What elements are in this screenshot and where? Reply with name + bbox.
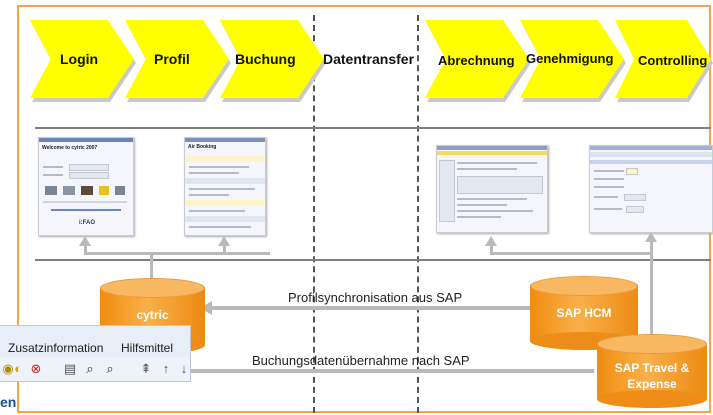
print-icon[interactable]: ▤ xyxy=(63,361,77,376)
connector xyxy=(490,242,493,255)
top-separator xyxy=(35,127,711,129)
previous-page-icon[interactable]: ↑ xyxy=(162,361,170,376)
phase-divider-left xyxy=(313,15,315,413)
connector xyxy=(650,238,653,336)
step-label-buchung: Buchung xyxy=(235,51,296,67)
step-label-login: Login xyxy=(60,51,99,67)
sap-hcm-label: SAP HCM xyxy=(556,306,612,320)
step-label-abrechnung: Abrechnung xyxy=(438,53,515,68)
controlling-screenshot xyxy=(589,145,713,233)
bottom-separator xyxy=(35,259,711,261)
connector xyxy=(223,242,226,255)
arrow-up-icon xyxy=(218,236,230,246)
menu-item-zusatzinformation[interactable]: Zusatzinformation xyxy=(8,341,104,355)
first-page-icon[interactable]: ⇞ xyxy=(140,361,152,376)
expense-screenshot xyxy=(436,145,548,233)
sap-menu-bar: Zusatzinformation Hilfsmittel xyxy=(0,325,191,358)
sap-travel-label-line1: SAP Travel & xyxy=(614,361,690,375)
step-label-genehmigung: Genehmigung xyxy=(526,51,614,66)
profile-sync-label: Profilsynchronisation aus SAP xyxy=(288,290,463,305)
booking-transfer-line xyxy=(190,369,594,373)
sap-travel-label-line2: Expense xyxy=(627,377,677,391)
step-label-controlling: Controlling xyxy=(638,53,708,68)
arrow-up-icon xyxy=(79,236,91,246)
step-label-profil: Profil xyxy=(154,51,190,67)
booking-transfer-label: Buchungsdatenübernahme nach SAP xyxy=(252,353,470,368)
login-screenshot-brand: i:FAO xyxy=(79,220,95,226)
up-icon[interactable]: ◉ xyxy=(2,361,14,376)
back-icon[interactable]: ◐ xyxy=(14,361,22,376)
sap-toolbar: ◉ ◐ ⊗ ▤ ⌕ ⌕ ⇞ ↑ ↓ xyxy=(0,357,191,382)
find-next-icon[interactable]: ⌕ xyxy=(106,361,114,376)
profile-screenshot-title: Air Booking xyxy=(188,144,217,150)
arrow-up-icon xyxy=(645,232,657,242)
connector xyxy=(150,252,153,282)
connector xyxy=(84,242,87,255)
profile-screenshot: Air Booking xyxy=(184,137,266,236)
cytric-label: cytric xyxy=(136,308,169,322)
login-screenshot-title: Welcome to cytric 2007 xyxy=(42,145,98,151)
phase-divider-right xyxy=(417,15,419,413)
connector xyxy=(84,252,270,255)
sap-page-heading-fragment: en xyxy=(0,394,17,410)
profile-sync-line xyxy=(212,306,532,310)
login-screenshot: Welcome to cytric 2007 i:FAO xyxy=(38,137,134,236)
step-label-datentransfer: Datentransfer xyxy=(323,51,415,67)
sap-hcm-system: SAP HCM xyxy=(530,276,638,350)
menu-item-hilfsmittel[interactable]: Hilfsmittel xyxy=(121,341,174,355)
next-page-icon[interactable]: ↓ xyxy=(180,361,188,376)
arrow-up-icon xyxy=(485,236,497,246)
sap-travel-expense-system: SAP Travel & Expense xyxy=(597,334,707,408)
find-icon[interactable]: ⌕ xyxy=(86,361,94,376)
connector xyxy=(490,252,653,255)
cancel-icon[interactable]: ⊗ xyxy=(30,361,42,376)
